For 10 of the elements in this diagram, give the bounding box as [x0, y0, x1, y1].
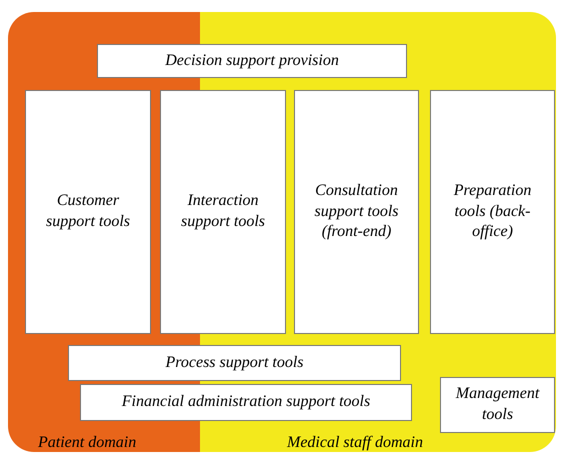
tool-box: Consultation support tools (front-end) [294, 90, 419, 334]
tool-box: Management tools [440, 377, 555, 433]
tool-box: Decision support provision [97, 44, 407, 78]
tool-box: Interaction support tools [160, 90, 286, 334]
tool-box: Financial administration support tools [80, 384, 412, 421]
tool-box: Customer support tools [25, 90, 151, 334]
domain-title: Medical staff domain [287, 434, 423, 452]
tool-box: Process support tools [68, 345, 401, 381]
domain-title: Patient domain [38, 434, 136, 452]
tool-box: Preparation tools (back-office) [430, 90, 555, 334]
